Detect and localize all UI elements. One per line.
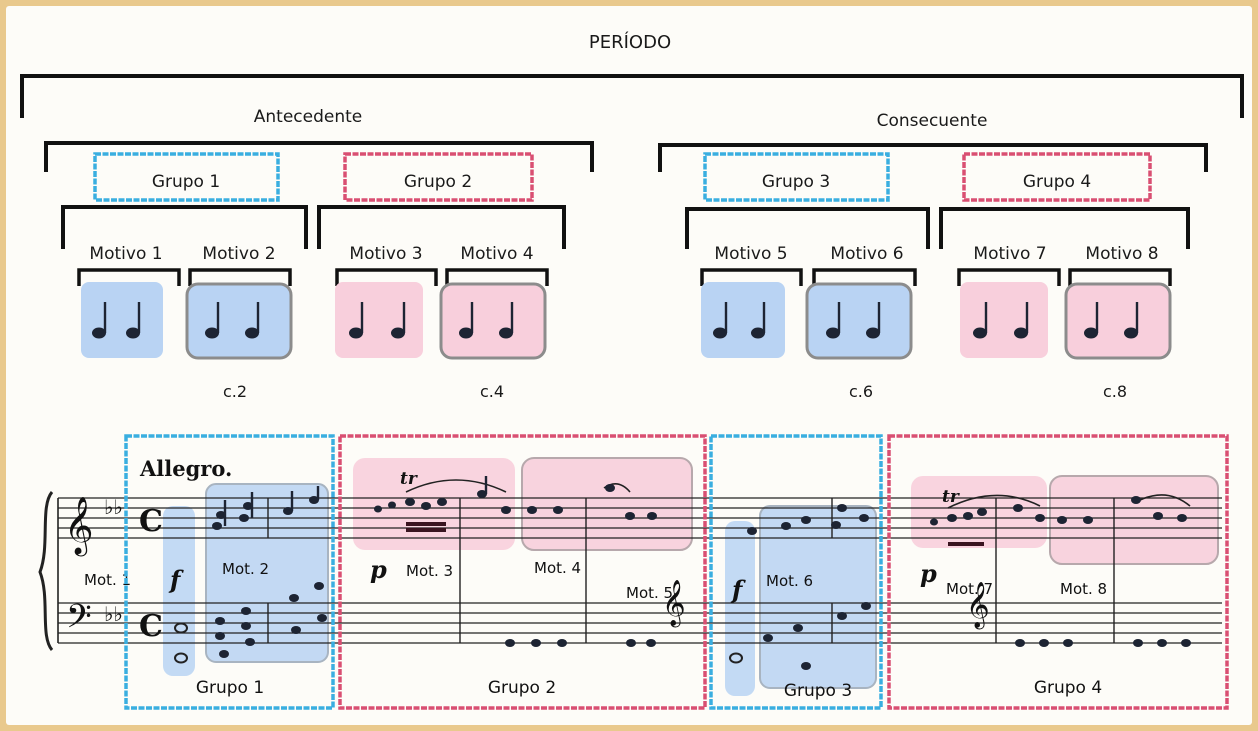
motif-label-5: Motivo 5 [714,244,787,264]
group-box-4-frame [962,152,1152,202]
treble-notes [212,476,1187,546]
bass-clef-icon: 𝄢 [66,598,92,644]
group-bracket-4 [939,207,1190,249]
key-signature-treble: ♭♭ [104,495,123,519]
system-brace [38,491,54,651]
motif-label-3: Motivo 3 [349,244,422,264]
measure-label-c4: c.4 [480,382,504,401]
diagram-frame: PERÍODO Antecedente Consecuente Grupo 1 … [6,6,1252,725]
score-group-label-4: Grupo 4 [1034,678,1102,698]
score-motif-highlight-8 [1049,475,1219,565]
tempo-marking: Allegro. [139,456,232,481]
dynamic-p-1: p [370,555,387,584]
group-label-1: Grupo 1 [152,172,220,192]
trill-mark-1: tr [400,469,418,489]
motif-bracket-8 [1068,268,1172,286]
group-bracket-2 [317,205,566,249]
measure-label-c2: c.2 [223,382,247,401]
motif-brackets [77,268,1172,286]
barlines [267,498,1115,643]
motif-label-2: Motivo 2 [202,244,275,264]
dynamic-f-2: f [730,575,746,604]
trill-mark-2: tr [942,487,960,507]
motif-label-4: Motivo 4 [460,244,533,264]
group-bracket-3 [685,207,930,249]
dynamic-p-2: p [920,559,937,588]
bass-notes [174,582,1191,670]
antecedente-bracket [44,141,594,172]
score-motif-highlight-5 [725,521,755,696]
motif-bracket-3 [335,268,438,286]
motif-box-7 [960,282,1048,358]
score-motif-label-6: Mot. 6 [766,572,813,590]
motif-bracket-4 [445,268,549,286]
score-motif-label-8: Mot. 8 [1060,580,1107,598]
score-motif-highlight-6 [759,505,877,689]
score-group-frame-1 [124,434,335,710]
score-motif-label-3: Mot. 3 [406,562,453,580]
measure-label-c6: c.6 [849,382,873,401]
group-label-4: Grupo 4 [1023,172,1091,192]
motif-box-3 [335,282,423,358]
score-motif-label-1: Mot. 1 [84,571,131,589]
score-group-frame-2 [338,434,707,710]
period-bracket [20,74,1244,118]
group-box-3-frame [703,152,890,202]
group-box-4: Grupo 4 [962,152,1152,202]
group-bracket-1 [61,205,308,249]
score-motif-highlight-4 [521,457,693,551]
time-signature-bass: C [139,609,163,644]
motif-bracket-7 [957,268,1061,286]
treble-clef-icon: 𝄞 [64,496,94,557]
score-motif-label-7: Mot. 7 [946,580,993,598]
motif-label-1: Motivo 1 [89,244,162,264]
dynamic-f-1: f [168,565,184,594]
score-motif-label-5: Mot. 5 [626,584,673,602]
score-group-frame-3 [709,434,883,710]
motif-bracket-2 [188,268,292,286]
motif-bracket-1 [77,268,181,286]
motif-label-8: Motivo 8 [1085,244,1158,264]
motif-bracket-5 [700,268,803,286]
motif-box-8 [1064,282,1172,360]
motif-bracket-6 [812,268,917,286]
group-label-3: Grupo 3 [762,172,830,192]
score-group-label-2: Grupo 2 [488,678,556,698]
score-group-frame-4 [887,434,1229,710]
motif-box-4 [439,282,547,360]
treble-clef-change-icon-2: 𝄞 [966,582,990,630]
group-box-3: Grupo 3 [703,152,890,202]
motif-box-1 [81,282,163,358]
motif-note-boxes [81,282,1172,360]
group-box-2-frame [343,152,534,202]
key-signature-bass: ♭♭ [104,602,123,626]
page-title: PERÍODO [589,31,671,53]
motif-box-5 [701,282,785,358]
score-motif-label-4: Mot. 4 [534,559,581,577]
score-motif-highlight-3 [353,458,515,550]
consecuente-bracket [658,143,1208,172]
treble-clef-change-icon: 𝄞 [662,580,686,628]
score-motif-label-2: Mot. 2 [222,560,269,578]
motif-box-6 [805,282,913,360]
period-structure-diagram: PERÍODO Antecedente Consecuente Grupo 1 … [20,31,1244,710]
section-label-consecuente: Consecuente [877,111,988,131]
group-box-2: Grupo 2 [343,152,534,202]
group-label-2: Grupo 2 [404,172,472,192]
measure-label-c8: c.8 [1103,382,1127,401]
score-group-label-1: Grupo 1 [196,678,264,698]
score-excerpt: 𝄞 𝄢 ♭♭ ♭♭ C C 𝄞 𝄞 Allegro. f p f p tr tr [38,434,1229,710]
motif-label-7: Motivo 7 [973,244,1046,264]
group-box-1-frame [93,152,280,202]
section-label-antecedente: Antecedente [254,107,362,127]
group-box-1: Grupo 1 [93,152,280,202]
time-signature-treble: C [139,504,163,539]
motif-label-6: Motivo 6 [830,244,903,264]
motif-box-2 [185,282,293,360]
score-group-label-3: Grupo 3 [784,681,852,701]
